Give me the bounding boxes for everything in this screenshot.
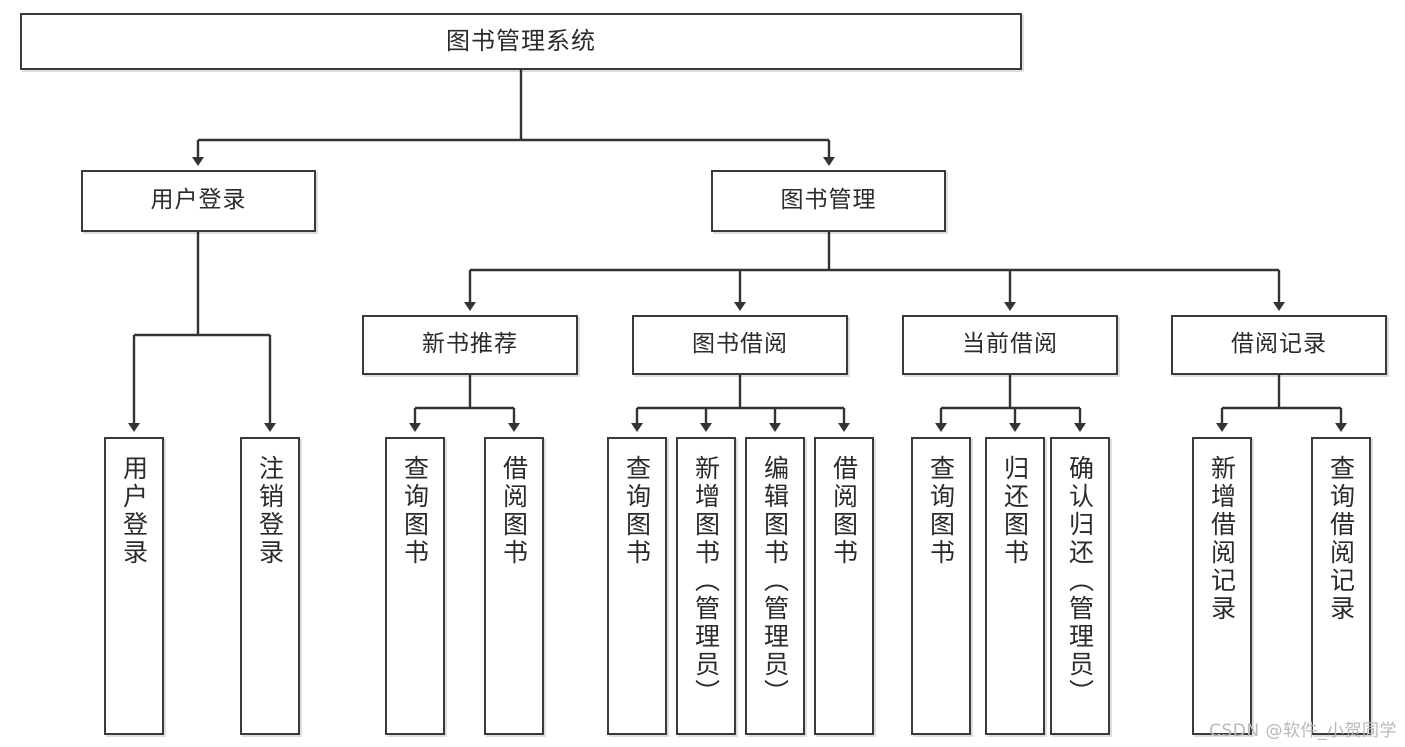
node-current-borrow[interactable]: 当前借阅 bbox=[902, 315, 1118, 375]
node-leaf-borrow-book-1[interactable]: 借阅图书 bbox=[484, 437, 544, 735]
node-leaf-confirm-return[interactable]: 确认归还（管理员） bbox=[1050, 437, 1110, 735]
node-label: 用户登录 bbox=[119, 455, 149, 567]
node-label: 归还图书 bbox=[1000, 455, 1030, 567]
node-label: 注销登录 bbox=[255, 455, 285, 567]
node-label: 查询借阅记录 bbox=[1326, 455, 1356, 623]
node-root-system[interactable]: 图书管理系统 bbox=[20, 13, 1022, 70]
node-leaf-user-logout[interactable]: 注销登录 bbox=[240, 437, 300, 735]
node-label: 当前借阅 bbox=[962, 331, 1058, 358]
node-leaf-edit-book[interactable]: 编辑图书（管理员） bbox=[745, 437, 805, 735]
node-label: 借阅图书 bbox=[829, 455, 859, 567]
node-label: 新书推荐 bbox=[422, 331, 518, 358]
node-leaf-query-book-1[interactable]: 查询图书 bbox=[385, 437, 445, 735]
watermark-text: CSDN @软件_小贺同学 bbox=[1209, 721, 1397, 741]
node-label: 编辑图书（管理员） bbox=[760, 455, 790, 707]
node-label: 图书管理 bbox=[780, 187, 877, 214]
node-label: 新增借阅记录 bbox=[1207, 455, 1237, 623]
node-leaf-query-book-3[interactable]: 查询图书 bbox=[911, 437, 971, 735]
node-borrow-record[interactable]: 借阅记录 bbox=[1171, 315, 1387, 375]
node-leaf-add-book[interactable]: 新增图书（管理员） bbox=[676, 437, 736, 735]
node-new-book-rec[interactable]: 新书推荐 bbox=[362, 315, 578, 375]
node-leaf-query-book-2[interactable]: 查询图书 bbox=[607, 437, 667, 735]
node-user-login[interactable]: 用户登录 bbox=[81, 170, 316, 232]
node-leaf-borrow-book-2[interactable]: 借阅图书 bbox=[814, 437, 874, 735]
node-label: 图书借阅 bbox=[692, 331, 788, 358]
node-label: 图书管理系统 bbox=[446, 27, 596, 56]
node-leaf-return-book[interactable]: 归还图书 bbox=[985, 437, 1045, 735]
node-label: 确认归还（管理员） bbox=[1065, 455, 1095, 707]
node-book-manage[interactable]: 图书管理 bbox=[711, 170, 946, 232]
node-leaf-user-login[interactable]: 用户登录 bbox=[104, 437, 164, 735]
node-label: 查询图书 bbox=[400, 455, 430, 567]
node-leaf-query-record[interactable]: 查询借阅记录 bbox=[1311, 437, 1371, 735]
node-label: 查询图书 bbox=[926, 455, 956, 567]
node-label: 新增图书（管理员） bbox=[691, 455, 721, 707]
node-label: 借阅图书 bbox=[499, 455, 529, 567]
node-book-borrow[interactable]: 图书借阅 bbox=[632, 315, 848, 375]
node-label: 用户登录 bbox=[150, 187, 247, 214]
node-label: 借阅记录 bbox=[1231, 331, 1327, 358]
node-label: 查询图书 bbox=[622, 455, 652, 567]
node-leaf-add-record[interactable]: 新增借阅记录 bbox=[1192, 437, 1252, 735]
